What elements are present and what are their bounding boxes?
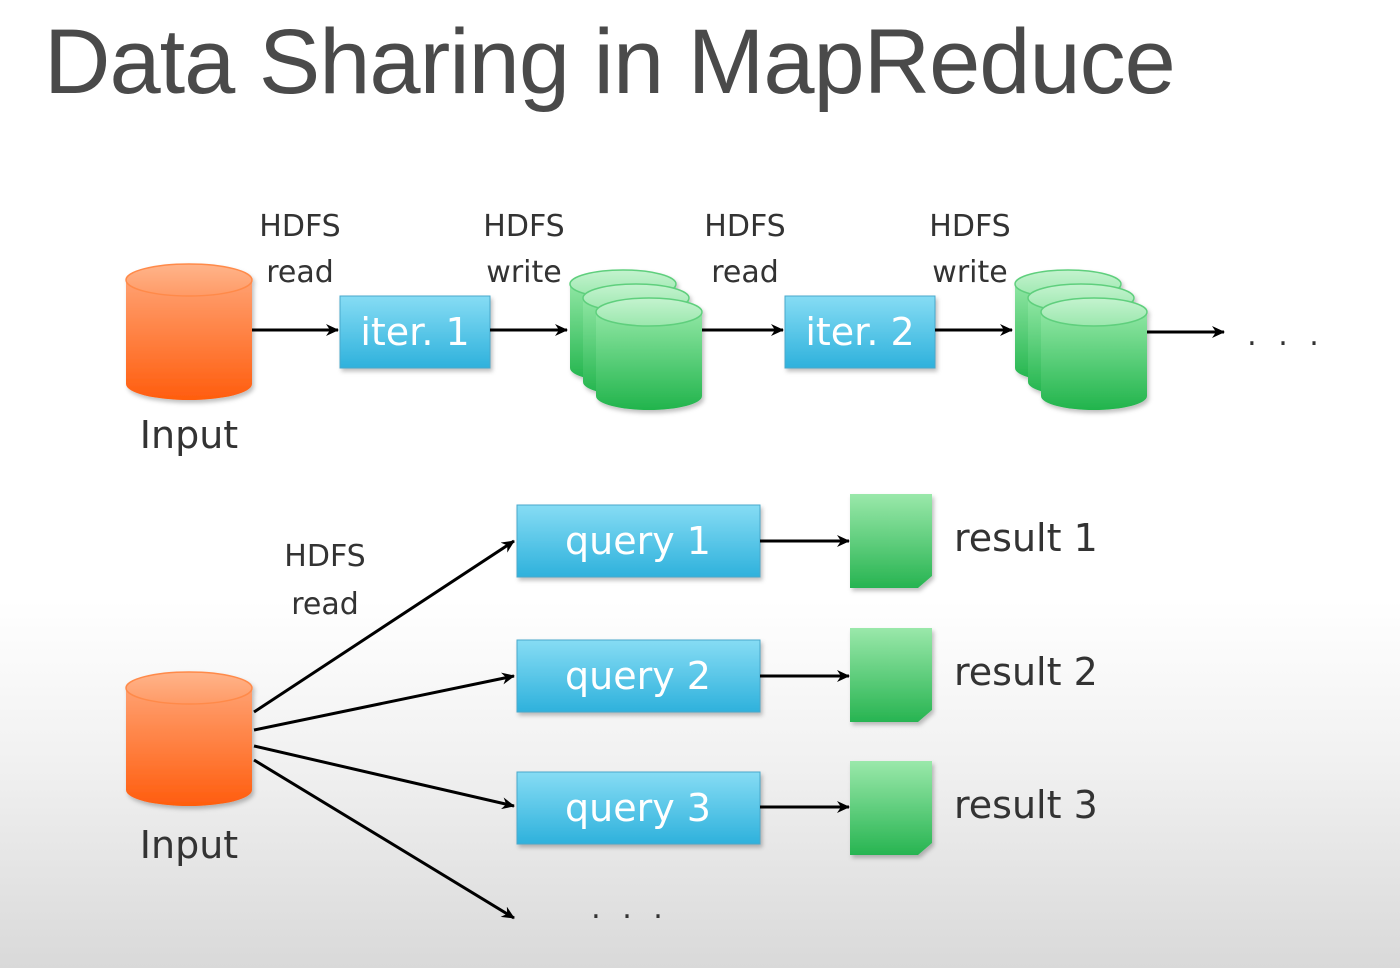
interactive-queries: Input HDFS read query 1 result 1 query 2… bbox=[125, 494, 1098, 926]
result-2-label: result 2 bbox=[954, 650, 1098, 694]
continuation-dots-bottom: . . . bbox=[591, 891, 669, 926]
query-2-box bbox=[516, 639, 761, 713]
result-1-doc-icon bbox=[850, 494, 932, 588]
result-3-doc-icon bbox=[850, 761, 932, 855]
hdfs-read-label-1: HDFS bbox=[259, 209, 340, 244]
query-3-label: query 3 bbox=[565, 786, 711, 830]
arrow-to-query-1 bbox=[253, 539, 515, 714]
hdfs-read-label-3b: read bbox=[291, 587, 359, 622]
hdfs-write-label-2b: write bbox=[932, 255, 1007, 290]
hdfs-write-label-1b: write bbox=[486, 255, 561, 290]
input-label-2: Input bbox=[140, 823, 238, 867]
hdfs-write-label-1: HDFS bbox=[483, 209, 564, 244]
input-label: Input bbox=[140, 413, 238, 457]
iter-1-label: iter. 1 bbox=[360, 310, 469, 354]
arrow-to-more bbox=[253, 758, 515, 920]
result-2-doc-icon bbox=[850, 628, 932, 722]
hdfs-write-label-2: HDFS bbox=[929, 209, 1010, 244]
arrow-to-query-3 bbox=[253, 744, 515, 810]
hdfs-read-label-3: HDFS bbox=[284, 539, 365, 574]
result-1-label: result 1 bbox=[954, 516, 1098, 560]
slide-title: Data Sharing in MapReduce bbox=[44, 11, 1176, 113]
hdfs-read-label-2b: read bbox=[711, 255, 779, 290]
iter-2-box bbox=[784, 295, 936, 369]
iterative-pipeline: Input HDFS read iter. 1 HDFS write HDFS … bbox=[125, 209, 1325, 457]
input-cylinder-icon bbox=[125, 263, 253, 400]
query-3-box bbox=[516, 771, 761, 845]
arrow-to-query-2 bbox=[253, 672, 515, 732]
result-3-label: result 3 bbox=[954, 783, 1098, 827]
storage-stack-icon-2 bbox=[1014, 269, 1148, 410]
storage-stack-icon-1 bbox=[569, 269, 703, 410]
continuation-dots-top: . . . bbox=[1247, 318, 1325, 353]
query-2-label: query 2 bbox=[565, 654, 711, 698]
query-1-label: query 1 bbox=[565, 519, 711, 563]
query-1-box bbox=[516, 504, 761, 578]
hdfs-read-label-2: HDFS bbox=[704, 209, 785, 244]
iter-1-box bbox=[339, 295, 491, 369]
iter-2-label: iter. 2 bbox=[805, 310, 914, 354]
hdfs-read-label-1b: read bbox=[266, 255, 334, 290]
input-cylinder-icon-2 bbox=[125, 671, 253, 806]
